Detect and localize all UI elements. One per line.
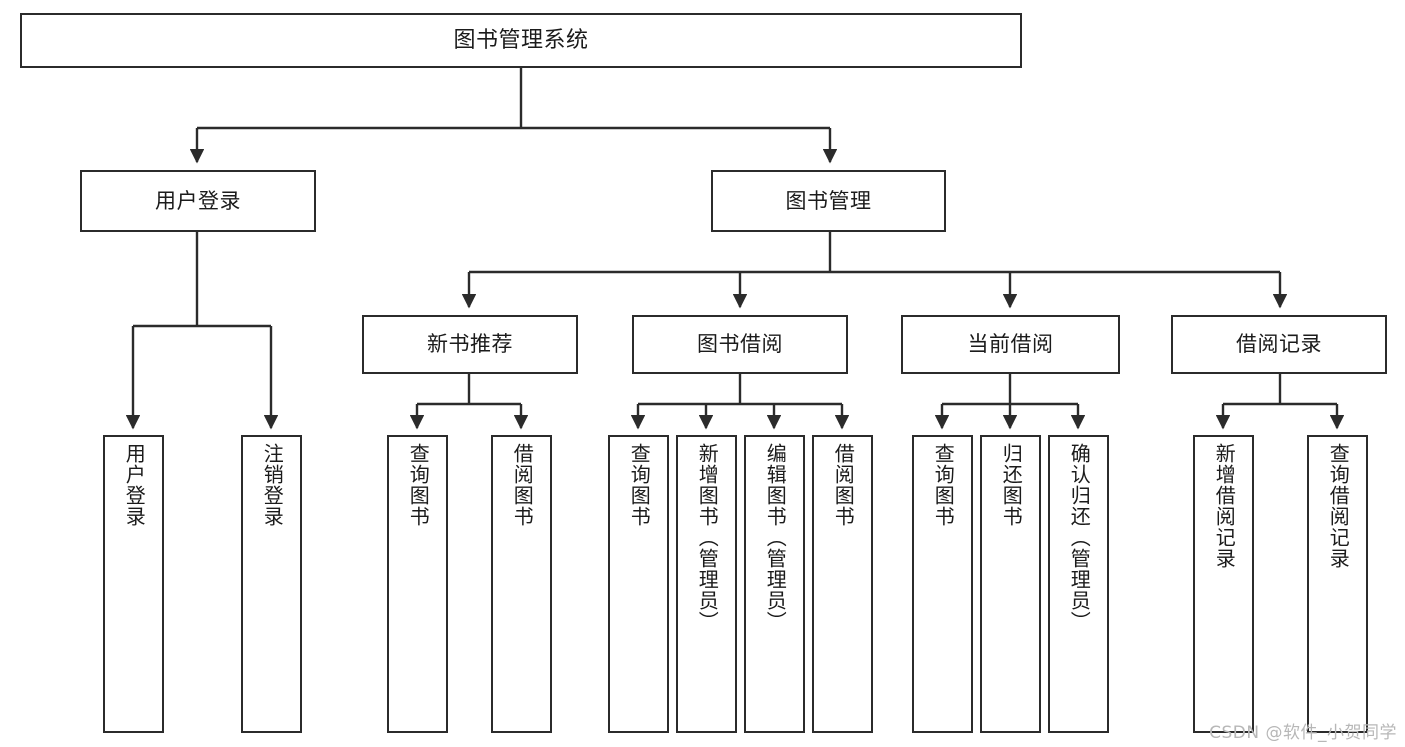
leaf-current-borrow-query[interactable]: 查询图书 [912,435,973,733]
node-user-login[interactable]: 用户登录 [80,170,316,232]
leaf-user-login-logout[interactable]: 注销登录 [241,435,302,733]
node-label: 查询借阅记录 [1326,443,1351,569]
node-label: 新增借阅记录 [1212,443,1237,569]
node-label: 借阅图书 [831,443,856,527]
node-current-borrow[interactable]: 当前借阅 [901,315,1120,374]
node-borrow-record[interactable]: 借阅记录 [1171,315,1387,374]
node-label: 查询图书 [406,443,431,527]
node-label: 确认归还（管理员） [1067,443,1092,632]
node-label: 当前借阅 [967,332,1054,357]
leaf-new-book-borrow[interactable]: 借阅图书 [491,435,552,733]
node-label: 图书借阅 [697,332,783,357]
leaf-new-book-query[interactable]: 查询图书 [387,435,448,733]
leaf-book-borrow-borrow[interactable]: 借阅图书 [812,435,873,733]
leaf-book-borrow-add[interactable]: 新增图书（管理员） [676,435,737,733]
node-label: 新书推荐 [427,332,513,357]
leaf-book-borrow-edit[interactable]: 编辑图书（管理员） [744,435,805,733]
node-label: 新增图书（管理员） [695,443,720,632]
node-label: 查询图书 [931,443,956,527]
node-new-book-recommendation[interactable]: 新书推荐 [362,315,578,374]
node-label: 查询图书 [627,443,652,527]
node-book-borrow[interactable]: 图书借阅 [632,315,848,374]
node-root-system[interactable]: 图书管理系统 [20,13,1022,68]
leaf-borrow-record-query[interactable]: 查询借阅记录 [1307,435,1368,733]
node-label: 注销登录 [260,443,285,527]
leaf-current-borrow-return[interactable]: 归还图书 [980,435,1041,733]
node-label: 图书管理系统 [453,27,589,53]
node-label: 用户登录 [122,443,147,527]
node-label: 用户登录 [155,188,241,213]
node-label: 编辑图书（管理员） [763,443,788,632]
node-label: 图书管理 [785,188,872,213]
node-label: 归还图书 [999,443,1024,527]
leaf-book-borrow-query[interactable]: 查询图书 [608,435,669,733]
node-label: 借阅图书 [510,443,535,527]
node-book-management[interactable]: 图书管理 [711,170,946,232]
leaf-user-login-login[interactable]: 用户登录 [103,435,164,733]
leaf-borrow-record-add[interactable]: 新增借阅记录 [1193,435,1254,733]
node-label: 借阅记录 [1236,332,1322,357]
leaf-current-borrow-confirm-return[interactable]: 确认归还（管理员） [1048,435,1109,733]
